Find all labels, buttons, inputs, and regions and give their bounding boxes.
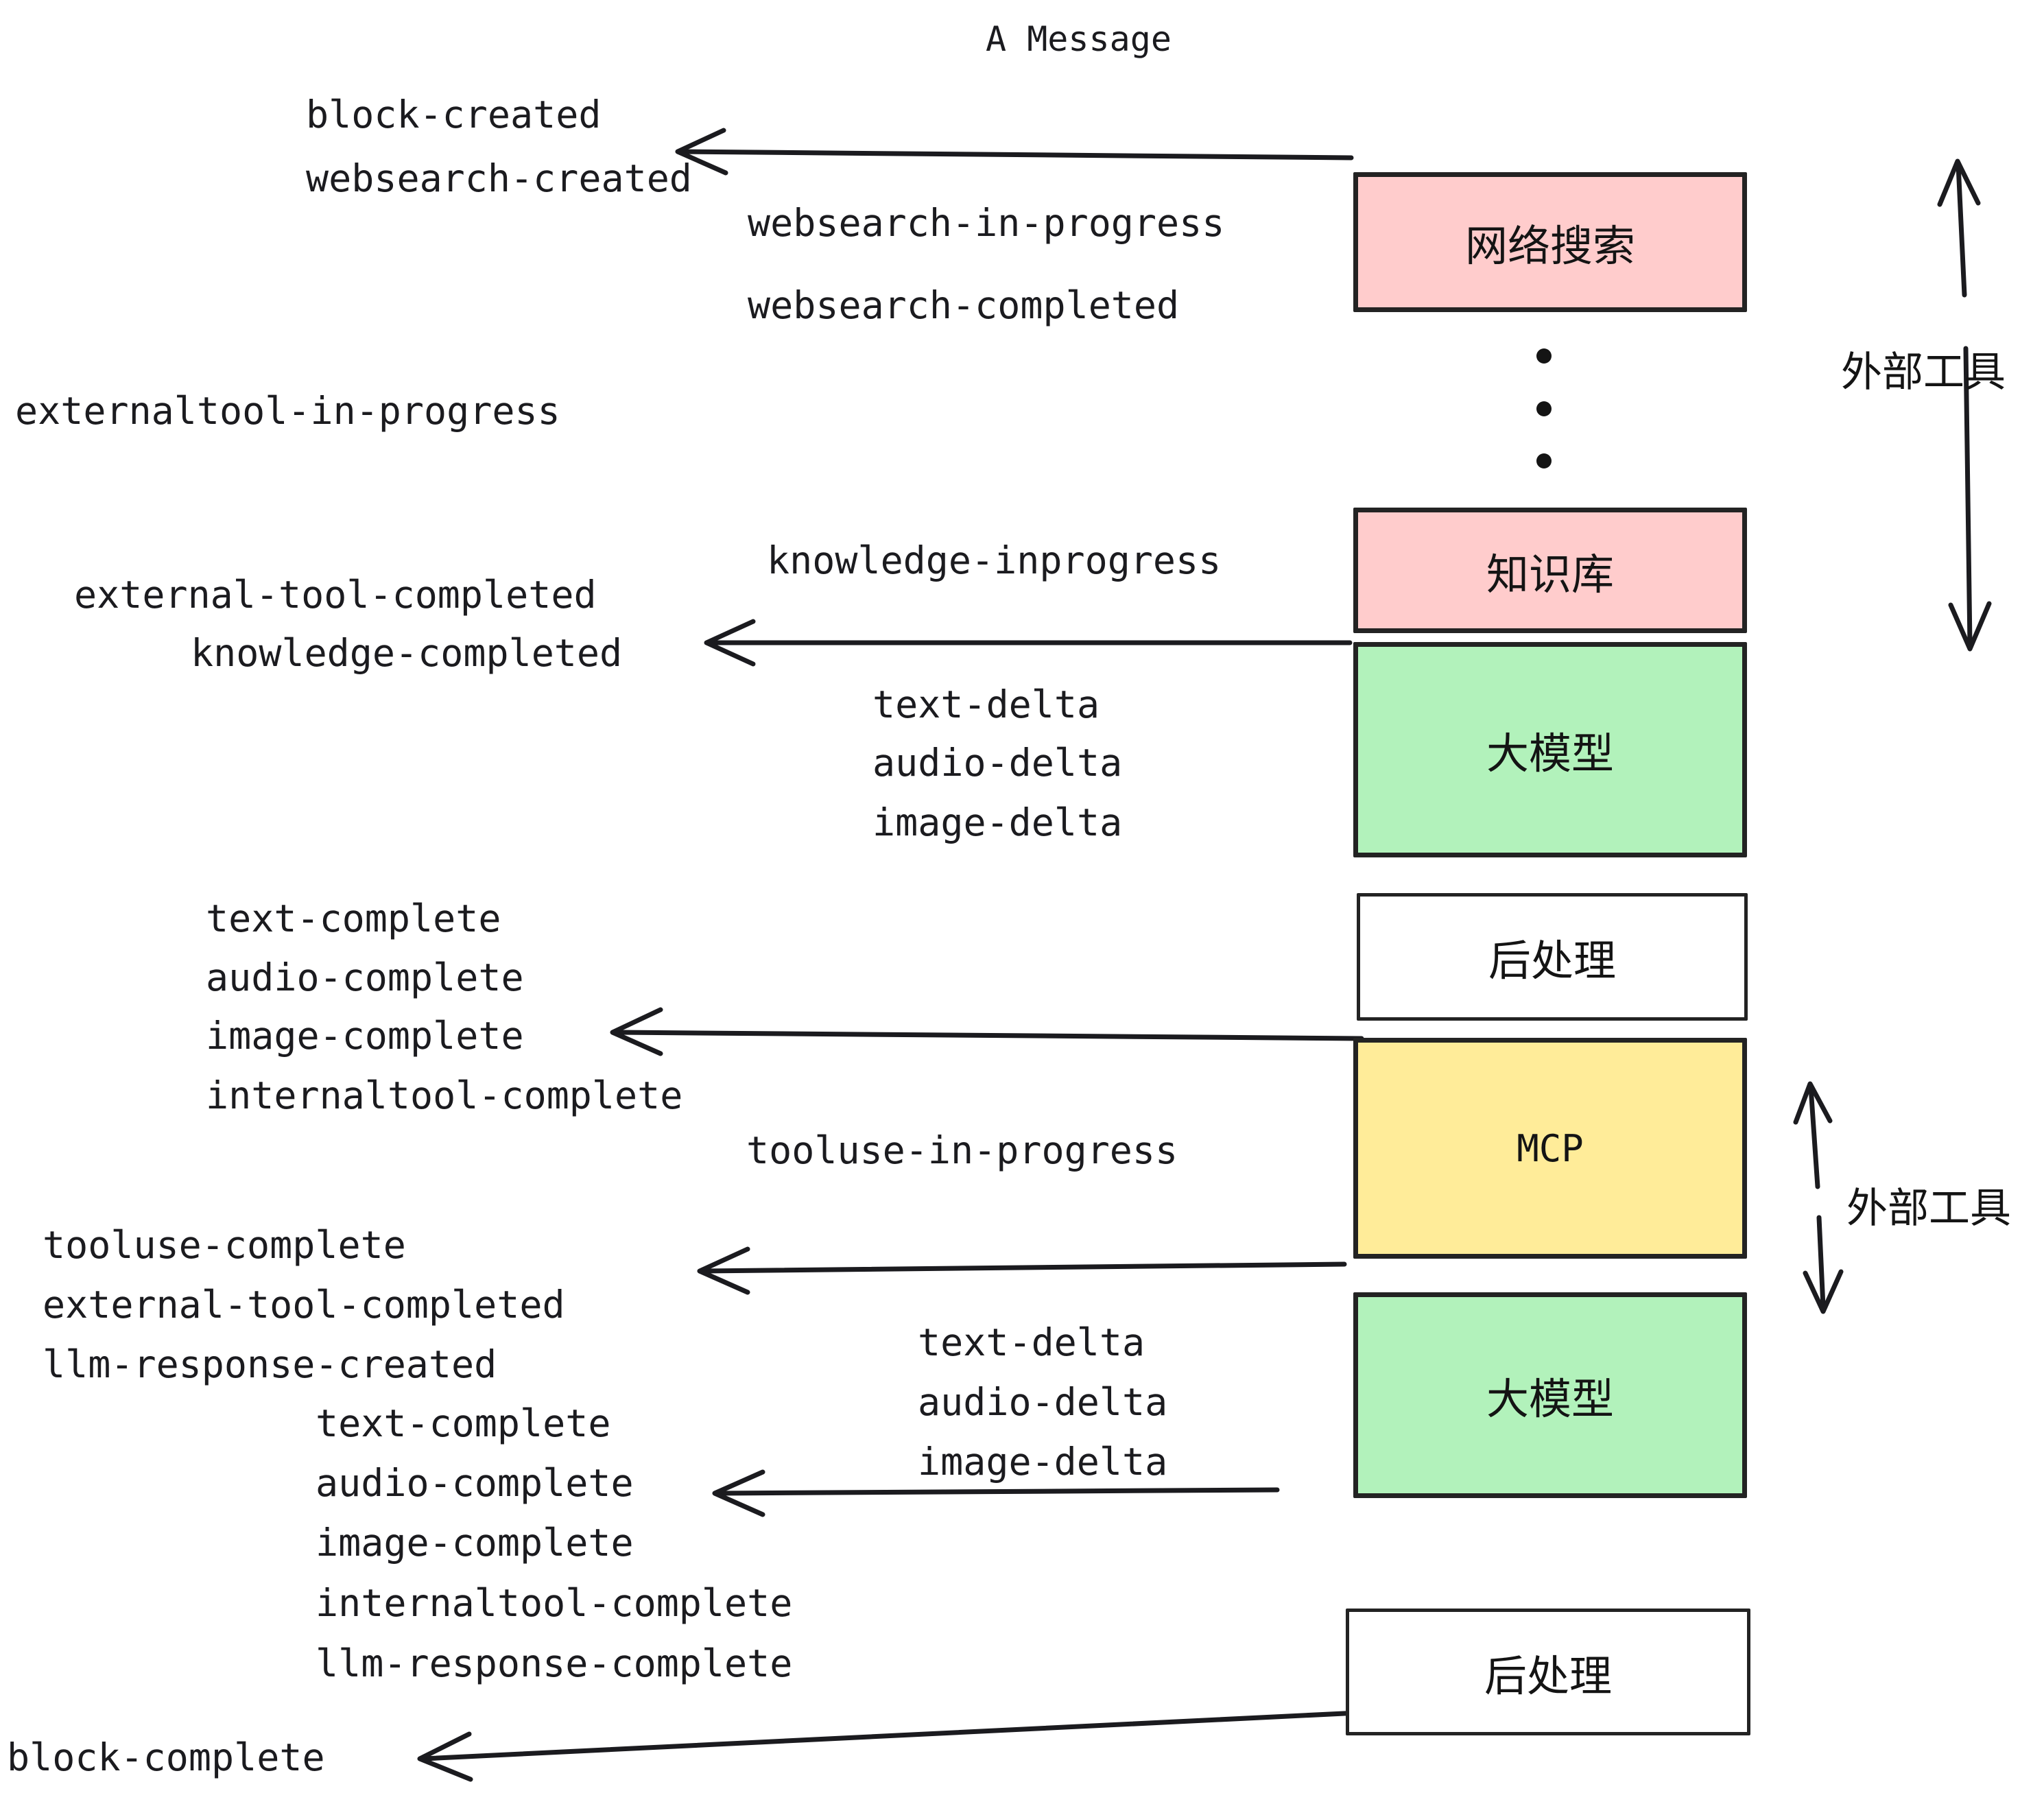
- event-image-complete-1: image-complete: [206, 1014, 524, 1058]
- event-externaltool-in-progress: externaltool-in-progress: [15, 389, 560, 433]
- diagram-title: A Message: [986, 19, 1172, 59]
- arrow-postprocess-to-image-complete: [610, 1007, 1364, 1056]
- event-text-delta-2: text-delta: [918, 1320, 1145, 1364]
- event-knowledge-inprogress: knowledge-inprogress: [767, 538, 1222, 582]
- event-external-tool-completed-1: external-tool-completed: [74, 573, 597, 617]
- external-tools-bottom-updown-arrows: [1793, 1081, 1844, 1314]
- node-llm-1-label: 大模型: [1486, 728, 1614, 779]
- node-knowledge-label: 知识库: [1486, 549, 1614, 600]
- event-block-created: block-created: [306, 93, 602, 137]
- event-tooluse-complete: tooluse-complete: [43, 1223, 406, 1267]
- event-text-delta-1: text-delta: [872, 683, 1100, 726]
- event-llm-response-created: llm-response-created: [43, 1342, 497, 1386]
- arrow-mcp-to-tooluse-complete: [697, 1246, 1347, 1295]
- arrow-postprocess-to-block-complete: [417, 1710, 1361, 1782]
- event-text-complete-1: text-complete: [206, 897, 501, 940]
- event-audio-complete-1: audio-complete: [206, 956, 524, 999]
- event-websearch-in-progress: websearch-in-progress: [748, 201, 1225, 245]
- node-postprocess-2[interactable]: 后处理: [1346, 1609, 1750, 1735]
- arrow-knowledge-to-knowledge-completed: [704, 619, 1353, 667]
- event-image-complete-2: image-complete: [316, 1521, 634, 1565]
- node-llm-2[interactable]: 大模型: [1353, 1292, 1747, 1498]
- side-label-external-tools-bottom: 外部工具: [1846, 1185, 2011, 1233]
- side-label-external-tools-top: 外部工具: [1841, 348, 2006, 396]
- event-llm-response-complete: llm-response-complete: [316, 1641, 793, 1685]
- event-external-tool-completed-2: external-tool-completed: [43, 1283, 565, 1327]
- event-tooluse-in-progress: tooluse-in-progress: [746, 1128, 1178, 1172]
- node-mcp-label: MCP: [1517, 1126, 1584, 1170]
- node-postprocess-1[interactable]: 后处理: [1357, 893, 1748, 1021]
- node-websearch[interactable]: 网络搜索: [1353, 172, 1747, 312]
- node-llm-2-label: 大模型: [1486, 1374, 1614, 1424]
- node-postprocess-1-label: 后处理: [1488, 936, 1616, 986]
- event-block-complete: block-complete: [7, 1735, 325, 1779]
- node-llm-1[interactable]: 大模型: [1353, 642, 1747, 857]
- event-websearch-completed: websearch-completed: [748, 283, 1180, 327]
- event-image-delta-2: image-delta: [918, 1440, 1168, 1484]
- event-knowledge-completed: knowledge-completed: [191, 631, 623, 675]
- event-audio-complete-2: audio-complete: [316, 1461, 634, 1505]
- external-tools-top-updown-arrows: [1937, 158, 1992, 652]
- event-text-complete-2: text-complete: [316, 1401, 611, 1445]
- vertical-ellipsis-icon: [1536, 348, 1552, 468]
- event-internaltool-complete-2: internaltool-complete: [316, 1581, 793, 1625]
- node-knowledge[interactable]: 知识库: [1353, 508, 1747, 633]
- arrow-websearch-to-block-created: [675, 128, 1354, 176]
- node-websearch-label: 网络搜索: [1464, 221, 1635, 271]
- event-websearch-created: websearch-created: [306, 156, 692, 200]
- event-audio-delta-1: audio-delta: [872, 741, 1123, 785]
- event-image-delta-1: image-delta: [872, 800, 1123, 844]
- event-audio-delta-2: audio-delta: [918, 1380, 1168, 1424]
- node-mcp[interactable]: MCP: [1353, 1038, 1747, 1259]
- event-internaltool-complete-1: internaltool-complete: [206, 1073, 683, 1117]
- node-postprocess-2-label: 后处理: [1484, 1650, 1612, 1701]
